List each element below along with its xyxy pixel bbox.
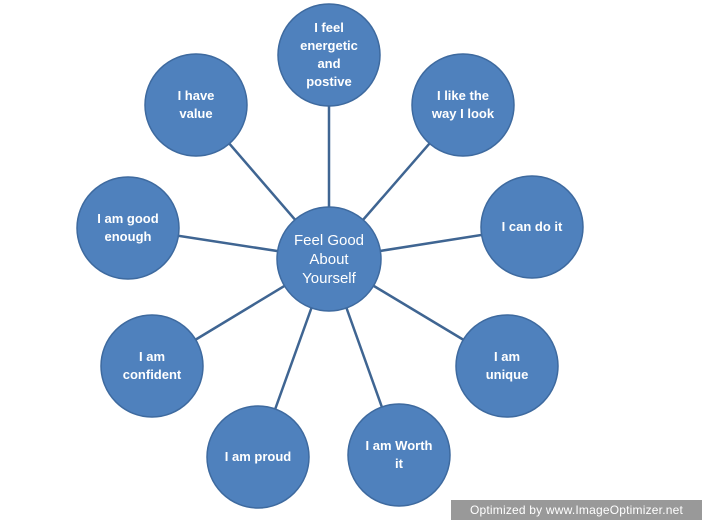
center-node-circle (276, 206, 382, 312)
node-circle-unique (455, 314, 559, 418)
node-circles (76, 3, 584, 509)
node-circle-proud (206, 405, 310, 509)
node-circle-can-do-it (480, 175, 584, 279)
node-circle-worth-it (347, 403, 451, 507)
node-circle-have-value (144, 53, 248, 157)
watermark-banner: Optimized by www.ImageOptimizer.net (451, 500, 702, 520)
node-circle-energetic (277, 3, 381, 107)
node-circle-good-enough (76, 176, 180, 280)
node-circle-confident (100, 314, 204, 418)
node-circle-like-the-way-i-look (411, 53, 515, 157)
